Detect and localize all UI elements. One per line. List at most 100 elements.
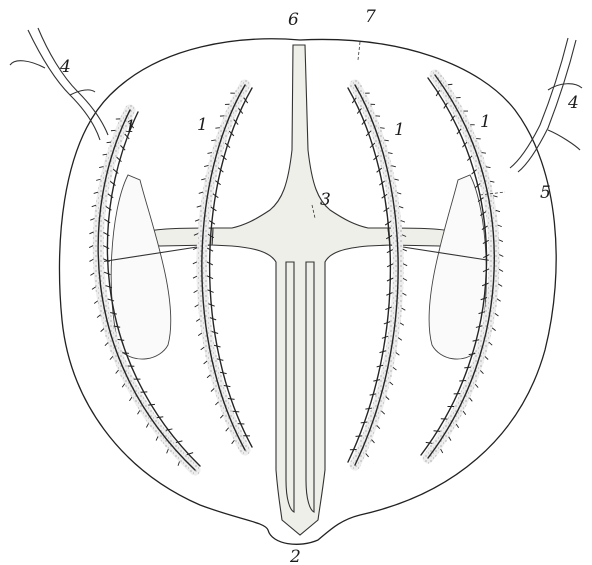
comb-plate xyxy=(403,264,407,266)
comb-plate xyxy=(463,411,466,415)
comb-plate xyxy=(157,417,164,418)
comb-plate xyxy=(97,315,100,318)
label-comb-row-4: 1 xyxy=(480,112,491,132)
comb-plate xyxy=(382,411,385,414)
label-comb-row-1: 1 xyxy=(125,117,136,137)
comb-plate xyxy=(377,425,380,428)
label-mouth: 2 xyxy=(289,547,301,565)
comb-plate xyxy=(370,394,377,395)
comb-plate xyxy=(396,353,400,356)
comb-plate xyxy=(207,375,210,378)
comb-plate xyxy=(480,370,483,373)
comb-plate xyxy=(178,462,179,466)
label-tentacle-right: 4 xyxy=(567,93,579,113)
comb-plate xyxy=(146,424,148,428)
comb-plate xyxy=(380,128,384,129)
comb-plate xyxy=(107,142,111,143)
comb-plate xyxy=(403,278,407,280)
comb-plate xyxy=(220,372,227,373)
comb-plate xyxy=(204,361,207,364)
comb-plate xyxy=(233,411,240,412)
comb-plate xyxy=(398,338,402,341)
comb-plate xyxy=(402,293,406,295)
comb-plate xyxy=(390,382,393,385)
comb-plate xyxy=(156,436,158,440)
comb-plate xyxy=(215,402,218,405)
label-tentacle-left: 4 xyxy=(59,57,71,77)
comb-plate xyxy=(211,388,214,391)
label-comb-row-3: 1 xyxy=(394,120,405,140)
comb-plate xyxy=(386,397,389,400)
comb-plate xyxy=(89,246,93,248)
comb-plate xyxy=(101,329,104,332)
comb-plate xyxy=(195,305,199,307)
comb-plate xyxy=(402,308,406,310)
comb-plate xyxy=(464,367,471,368)
comb-plate xyxy=(366,453,369,456)
label-comb-row-2: 1 xyxy=(197,115,208,135)
comb-plate xyxy=(90,273,94,275)
comb-plate xyxy=(365,408,372,409)
label-stomach: 3 xyxy=(320,190,331,210)
comb-plate xyxy=(193,276,197,278)
label-tentacle-sheath: 5 xyxy=(540,183,551,203)
comb-plate xyxy=(482,153,486,154)
comb-plate xyxy=(215,128,219,129)
comb-plate xyxy=(492,328,495,331)
comb-plate xyxy=(193,262,197,264)
comb-plate xyxy=(198,333,202,336)
comb-plate xyxy=(434,431,441,432)
comb-plate xyxy=(92,287,96,290)
comb-plate xyxy=(400,323,404,325)
comb-plate xyxy=(448,84,452,85)
comb-plate xyxy=(459,380,466,381)
comb-plate xyxy=(138,410,140,414)
comb-plate xyxy=(441,449,443,453)
comb-plate xyxy=(94,301,98,304)
comb-plate xyxy=(167,449,169,453)
comb-plate xyxy=(498,284,502,286)
comb-plate xyxy=(105,343,108,346)
comb-plate xyxy=(228,398,235,399)
comb-plate xyxy=(469,398,472,401)
comb-plate xyxy=(499,269,503,271)
label-aboral-organ: 6 xyxy=(288,10,299,30)
comb-plate xyxy=(89,232,93,234)
comb-plate xyxy=(393,367,396,370)
comb-plate xyxy=(194,290,198,292)
comb-plate xyxy=(356,436,363,437)
comb-plate xyxy=(475,384,478,387)
comb-plate xyxy=(201,347,205,350)
comb-plate xyxy=(129,397,131,401)
comb-plate xyxy=(499,255,503,257)
comb-plate xyxy=(456,424,458,428)
comb-plate xyxy=(196,319,200,321)
tentacle-left xyxy=(10,28,108,140)
comb-plate xyxy=(148,404,155,405)
comb-plate xyxy=(497,299,501,301)
comb-plate xyxy=(103,246,109,249)
comb-plate xyxy=(224,385,231,386)
comb-plate xyxy=(489,342,492,345)
comb-plate xyxy=(449,437,451,441)
comb-plate xyxy=(110,356,113,359)
comb-plate xyxy=(89,259,93,261)
comb-plate xyxy=(104,272,110,274)
comb-plate xyxy=(426,442,433,443)
comb-plate xyxy=(122,353,129,354)
comb-plate xyxy=(116,370,119,373)
comb-plate xyxy=(226,428,229,431)
comb-plate xyxy=(220,415,223,418)
comb-plate xyxy=(495,313,499,316)
tentacle-sheath-left xyxy=(111,175,171,359)
comb-plate xyxy=(403,249,407,251)
comb-plate xyxy=(372,440,375,443)
comb-plate xyxy=(122,384,125,388)
comb-plate xyxy=(361,422,368,423)
comb-plate xyxy=(499,240,503,242)
comb-plate xyxy=(485,356,488,359)
comb-plate xyxy=(104,232,110,235)
label-aboral-pole: 7 xyxy=(365,7,376,27)
comb-plate xyxy=(232,440,235,444)
